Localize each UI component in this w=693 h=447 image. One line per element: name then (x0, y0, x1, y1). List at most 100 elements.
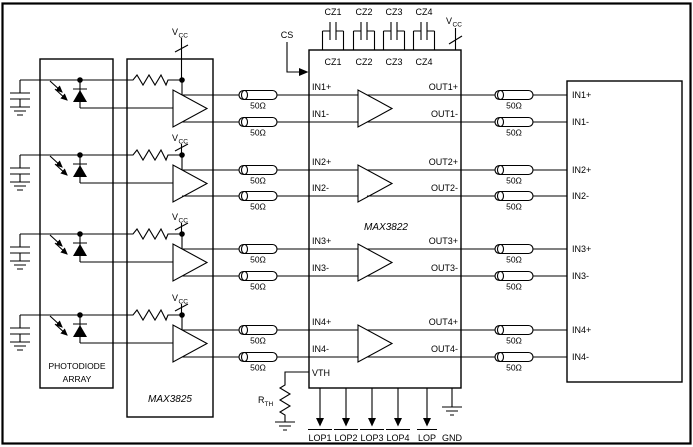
photodiode-array-label-line1: PHOTODIODE (49, 361, 106, 371)
amp-triangle (357, 164, 394, 203)
coax-50ohm-label: 50Ω (506, 363, 522, 373)
bottom-pins: LOP1 LOP2 LOP3 LOP4 LOP GND (308, 388, 463, 443)
coax-50ohm-label: 50Ω (250, 255, 266, 265)
in1-minus-pin-label: IN1- (312, 109, 329, 119)
cz2-pin-label: CZ2 (355, 57, 372, 67)
channel-4-right-coax-pair: 50Ω 50Ω IN4+ IN4- (461, 324, 591, 373)
photodiode-array-label-line2: ARRAY (63, 374, 92, 384)
channel-3-photodiode (10, 227, 185, 270)
light-arrow-icon (49, 315, 63, 328)
coax-50ohm-label: 50Ω (250, 282, 266, 292)
lop-pin-label: LOP (418, 433, 436, 443)
preamp-ic-box (126, 58, 214, 418)
out3-minus-pin-label: OUT3- (431, 263, 458, 273)
cz-capacitor-4: CZ4 CZ4 (412, 7, 436, 67)
channel-2-left-coax-pair: 50Ω 50Ω (238, 164, 309, 212)
preamp-triangle (172, 243, 209, 282)
vcc-label: V (446, 16, 452, 26)
cz-capacitor-2: CZ2 CZ2 (352, 7, 376, 67)
channel-1-right-coax-pair: 50Ω 50Ω IN1+ IN1- (461, 89, 591, 138)
lop4-pin-label: LOP4 (386, 433, 409, 443)
rth-sub-label: TH (265, 401, 274, 408)
light-arrow-icon (54, 323, 68, 336)
channel-4-left-coax-pair: 50Ω 50Ω (238, 324, 309, 373)
rth-label: R (258, 395, 265, 405)
out2-minus-pin-label: OUT2- (431, 183, 458, 193)
vcc-label: V (172, 212, 178, 222)
channel-3-right-coax-pair: 50Ω 50Ω IN3+ IN3- (461, 243, 591, 292)
vcc-sub-label: CC (179, 33, 189, 40)
coax-50ohm-label: 50Ω (250, 176, 266, 186)
channel-1-photodiode (10, 73, 185, 116)
rx-in3-plus-label: IN3+ (572, 244, 591, 254)
lop2-pin-label: LOP2 (334, 433, 357, 443)
lop1-pin-label: LOP1 (308, 433, 331, 443)
channel-3-main-amp: IN3+ IN3- OUT3+ OUT3- (309, 236, 461, 282)
channel-4-preamp: V CC (172, 293, 239, 363)
channel-1-main-amp: IN1+ IN1- OUT1+ OUT1- (309, 82, 461, 128)
out3-plus-pin-label: OUT3+ (429, 236, 458, 246)
channel-2-photodiode (10, 148, 185, 191)
in4-plus-pin-label: IN4+ (312, 317, 331, 327)
coax-50ohm-label: 50Ω (506, 255, 522, 265)
coax-50ohm-label: 50Ω (250, 363, 266, 373)
vcc-sub-label: CC (179, 218, 189, 225)
channel-3-preamp: V CC (172, 212, 239, 282)
rx-in2-plus-label: IN2+ (572, 165, 591, 175)
out4-plus-pin-label: OUT4+ (429, 317, 458, 327)
amp-triangle (357, 324, 394, 363)
coax-50ohm-label: 50Ω (506, 336, 522, 346)
cz-capacitor-1: CZ1 CZ1 (321, 7, 345, 67)
main-ic-box (308, 49, 462, 389)
cz3-cap-label: CZ3 (385, 7, 402, 17)
vcc-label: V (172, 293, 178, 303)
channel-1-left-coax-pair: 50Ω 50Ω (238, 89, 309, 138)
out1-minus-pin-label: OUT1- (431, 109, 458, 119)
channel-1-preamp: V CC (172, 27, 239, 128)
vcc-sub-label: CC (179, 299, 189, 306)
coax-50ohm-label: 50Ω (250, 101, 266, 111)
cz1-cap-label: CZ1 (324, 7, 341, 17)
rx-in4-minus-label: IN4- (572, 352, 589, 362)
cz4-cap-label: CZ4 (415, 7, 432, 17)
lop3-pin-label: LOP3 (360, 433, 383, 443)
preamp-triangle (172, 89, 209, 128)
light-arrow-icon (54, 163, 68, 176)
light-arrow-icon (54, 88, 68, 101)
vcc-label: V (172, 133, 178, 143)
light-arrow-icon (54, 242, 68, 255)
vcc-label: V (172, 27, 178, 37)
out4-minus-pin-label: OUT4- (431, 344, 458, 354)
cz-capacitor-3: CZ3 CZ3 (382, 7, 406, 67)
preamp-triangle (172, 324, 209, 363)
coax-50ohm-label: 50Ω (506, 282, 522, 292)
vcc-sub-label: CC (453, 22, 463, 29)
cs-arrowhead-icon (299, 68, 309, 76)
vth-pin-label: VTH (312, 368, 330, 378)
out1-plus-pin-label: OUT1+ (429, 82, 458, 92)
rx-in2-minus-label: IN2- (572, 191, 589, 201)
rx-in1-plus-label: IN1+ (572, 90, 591, 100)
rx-in4-plus-label: IN4+ (572, 325, 591, 335)
in4-minus-pin-label: IN4- (312, 344, 329, 354)
receiver-box (566, 80, 683, 383)
coax-50ohm-label: 50Ω (506, 101, 522, 111)
in3-minus-pin-label: IN3- (312, 263, 329, 273)
light-arrow-icon (49, 80, 63, 93)
channel-4-main-amp: IN4+ IN4- OUT4+ OUT4- (309, 317, 461, 363)
max3822-part-label: MAX3822 (364, 222, 408, 233)
coax-50ohm-label: 50Ω (250, 202, 266, 212)
coax-50ohm-label: 50Ω (506, 128, 522, 138)
max3825-part-label: MAX3825 (148, 394, 192, 405)
cz4-pin-label: CZ4 (415, 57, 432, 67)
vcc-sub-label: CC (179, 139, 189, 146)
vth-network: VTH R TH (258, 368, 330, 431)
channel-3-left-coax-pair: 50Ω 50Ω (238, 243, 309, 292)
preamp-triangle (172, 164, 209, 203)
channel-4-photodiode (10, 308, 185, 351)
coax-50ohm-label: 50Ω (506, 202, 522, 212)
amp-triangle (357, 243, 394, 282)
photodiode-array-box (39, 58, 114, 389)
